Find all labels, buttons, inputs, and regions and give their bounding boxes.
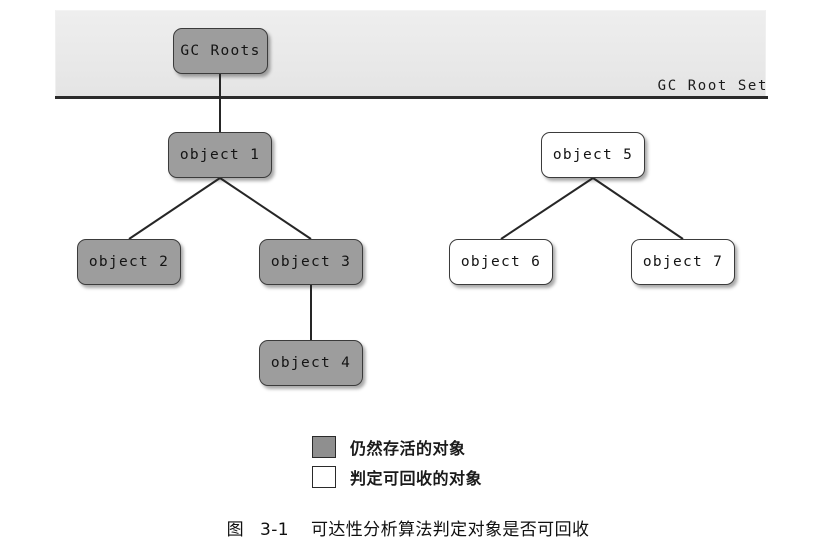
node-label: object 4 [270, 355, 352, 371]
edge-object1-object2 [128, 177, 221, 240]
gc-root-set-divider [55, 96, 768, 99]
legend-label: 判定可回收的对象 [350, 469, 483, 488]
node-label: object 1 [179, 147, 261, 163]
legend-row-dead: 判定可回收的对象 [312, 462, 542, 492]
node-label: object 7 [642, 254, 724, 270]
edge-object5-object7 [592, 177, 684, 240]
node-object-6: object 6 [449, 239, 553, 285]
legend-label: 仍然存活的对象 [350, 439, 466, 458]
legend: 仍然存活的对象判定可回收的对象 [312, 432, 542, 492]
node-label: object 5 [552, 147, 634, 163]
node-object-5: object 5 [541, 132, 645, 178]
legend-swatch-dead [312, 466, 336, 488]
node-label: object 2 [88, 254, 170, 270]
node-object-4: object 4 [259, 340, 363, 386]
edge-object1-object3 [219, 177, 312, 240]
legend-row-live: 仍然存活的对象 [312, 432, 542, 462]
figure-caption: 图 3-1 可达性分析算法判定对象是否可回收 [0, 515, 816, 540]
edge-object5-object6 [500, 177, 594, 240]
caption-number: 3-1 [260, 520, 289, 540]
node-gc-roots: GC Roots [173, 28, 268, 74]
node-label: object 6 [460, 254, 542, 270]
node-object-7: object 7 [631, 239, 735, 285]
caption-title: 可达性分析算法判定对象是否可回收 [310, 520, 590, 540]
caption-figure-word: 图 [226, 520, 245, 540]
node-label: object 3 [270, 254, 352, 270]
node-object-3: object 3 [259, 239, 363, 285]
node-object-2: object 2 [77, 239, 181, 285]
node-object-1: object 1 [168, 132, 272, 178]
legend-swatch-live [312, 436, 336, 458]
gc-root-set-label: GC Root Set [657, 78, 768, 94]
node-label: GC Roots [180, 43, 261, 59]
